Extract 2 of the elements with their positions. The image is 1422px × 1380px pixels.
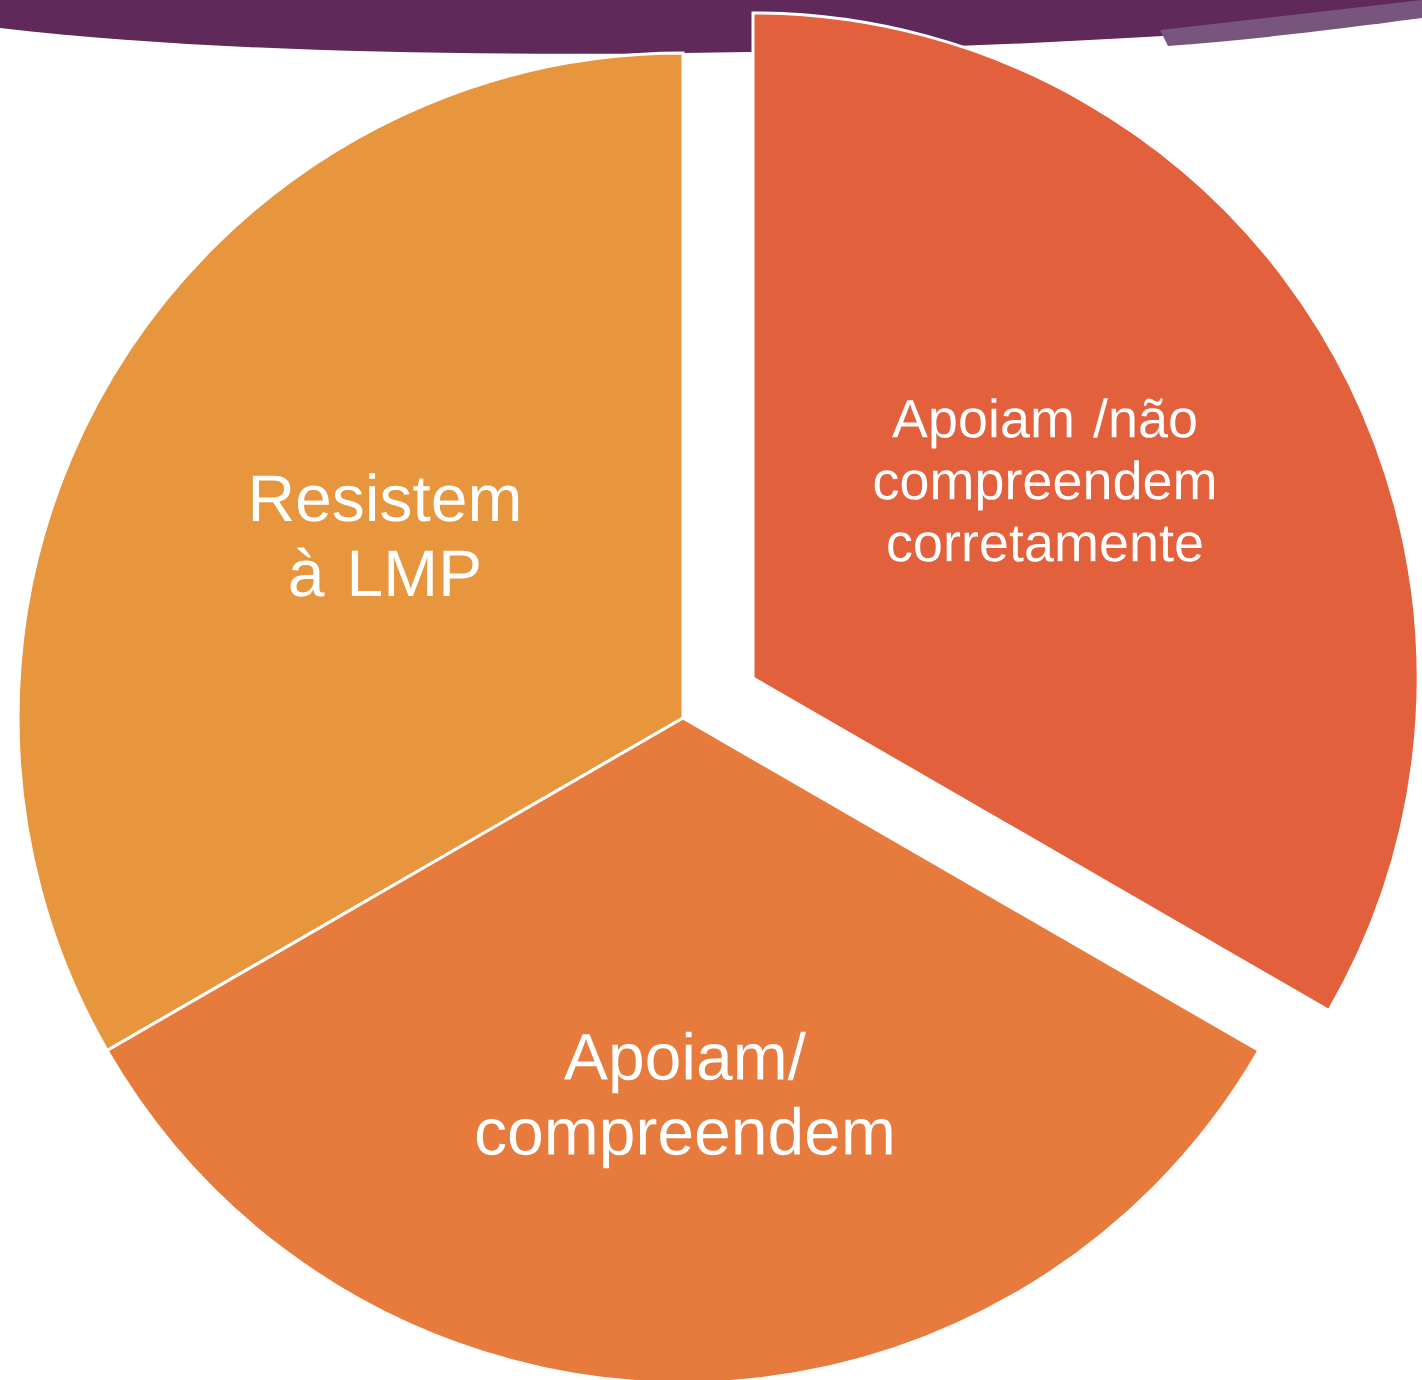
- pie-slice: Apoiam /não compreendem corretamente: [751, 11, 1420, 1012]
- pie-slice: Apoiam/ compreendem: [105, 716, 1261, 1380]
